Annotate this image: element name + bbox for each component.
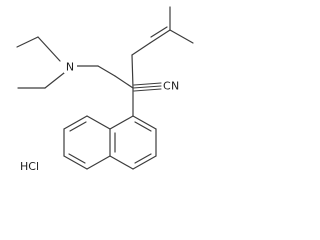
nitrile-carbon-label: C xyxy=(163,80,171,93)
bond-ch2-ch2 xyxy=(97,65,116,77)
hydrochloride-salt-label: HCl xyxy=(20,160,39,173)
bond-ethyl-upper-ch2 xyxy=(37,36,61,62)
amine-nitrogen-label-background xyxy=(64,60,77,73)
molecule-structure-diagram: N C N HCl xyxy=(16,6,194,173)
bond-ring-a-double-2 xyxy=(134,153,152,164)
bond-ring-b-2 xyxy=(63,115,88,130)
bond-quaternary-allyl xyxy=(131,54,134,89)
bond-ring-a-double-1 xyxy=(134,121,152,132)
nitrile-label-background xyxy=(162,79,184,92)
nitrile-nitrogen-label: N xyxy=(171,80,179,93)
bond-ch2-quaternary xyxy=(114,75,134,89)
bond-lines xyxy=(16,6,194,170)
bond-ring-a-1 xyxy=(132,115,157,130)
bond-methyl-right xyxy=(169,29,194,44)
bond-nitrile-2 xyxy=(133,82,162,86)
bond-vinyl-double-inner xyxy=(150,26,168,38)
bond-nitrile-1 xyxy=(132,85,162,89)
atom-labels: N C N xyxy=(64,60,184,93)
bond-ring-b-double-1 xyxy=(69,121,87,132)
bond-ring-b-1 xyxy=(86,115,111,130)
bond-ring-a-4 xyxy=(109,155,134,170)
bond-vinyl-double-outer xyxy=(149,29,171,44)
bond-ring-b-4 xyxy=(63,155,88,170)
bond-allyl-vinyl xyxy=(131,42,151,56)
bond-ring-b-double-2 xyxy=(68,153,86,164)
amine-nitrogen-label: N xyxy=(66,61,74,74)
bond-ethyl-lower-ch2 xyxy=(44,72,65,89)
bond-ethyl-upper-ch3 xyxy=(16,36,39,48)
bond-ring-a-6 xyxy=(109,115,134,130)
bond-nitrile-3 xyxy=(133,88,162,92)
bond-ring-a-3 xyxy=(132,155,157,170)
bond-ring-b-5 xyxy=(86,155,111,170)
